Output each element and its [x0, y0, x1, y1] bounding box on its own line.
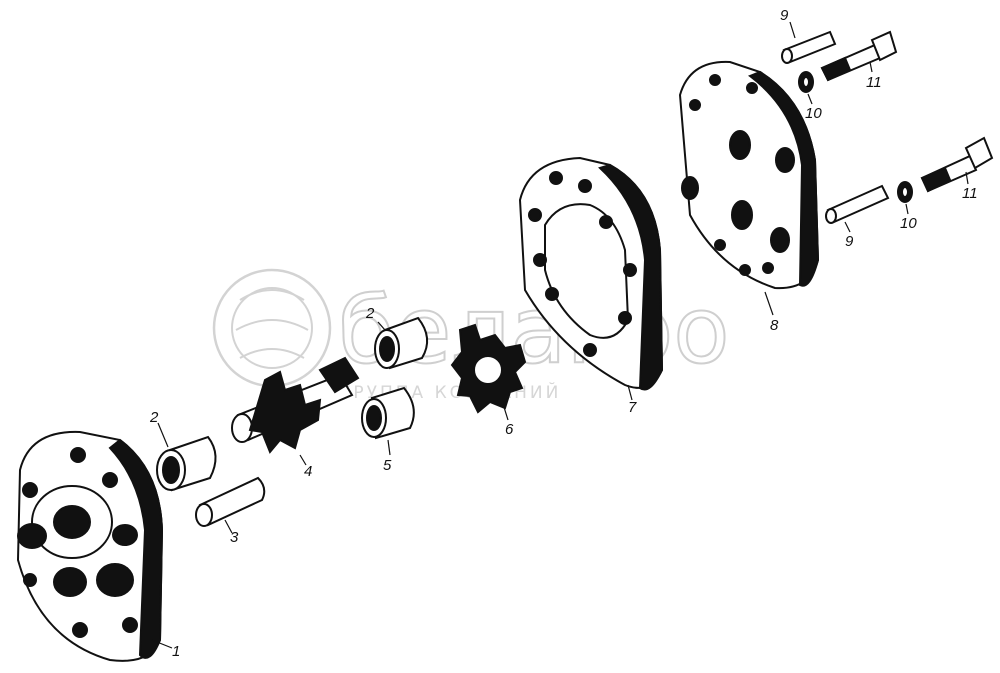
- part-10-washer-upper: [798, 71, 814, 93]
- callout-part-9-lower: 9: [845, 233, 854, 250]
- part-11-bolt-upper: [820, 30, 898, 82]
- part-3-axle: [195, 476, 266, 527]
- callout-part-10-upper: 10: [805, 105, 822, 122]
- callout-part-7: 7: [628, 399, 637, 416]
- part-10-washer-lower: [897, 181, 913, 203]
- part-4-drive-gear: [231, 356, 360, 454]
- callout-part-4: 4: [304, 463, 312, 480]
- callout-part-10-lower: 10: [900, 215, 917, 232]
- callout-part-2-upper: 2: [365, 305, 375, 322]
- callout-part-5: 5: [383, 457, 392, 474]
- callout-part-9-upper: 9: [780, 7, 789, 24]
- callout-part-6: 6: [505, 421, 514, 438]
- callout-part-11-lower: 11: [962, 185, 978, 202]
- callout-part-11-upper: 11: [866, 74, 882, 91]
- callout-part-1: 1: [172, 643, 180, 660]
- part-11-bolt-lower: [920, 136, 994, 193]
- part-1-front-plate: [16, 430, 164, 662]
- part-8-end-cover: [678, 60, 820, 290]
- callout-part-3: 3: [230, 529, 239, 546]
- part-6-driven-gear: [450, 323, 527, 414]
- callout-part-8: 8: [770, 317, 779, 334]
- part-2-bushing-left: [156, 435, 217, 492]
- part-7-housing: [518, 156, 664, 391]
- part-2-bushing-upper: [374, 316, 429, 370]
- part-9-pin-upper: [781, 30, 837, 64]
- callout-part-2-left: 2: [149, 409, 159, 426]
- part-5-bushing: [361, 386, 415, 440]
- part-9-pin-lower: [825, 184, 890, 224]
